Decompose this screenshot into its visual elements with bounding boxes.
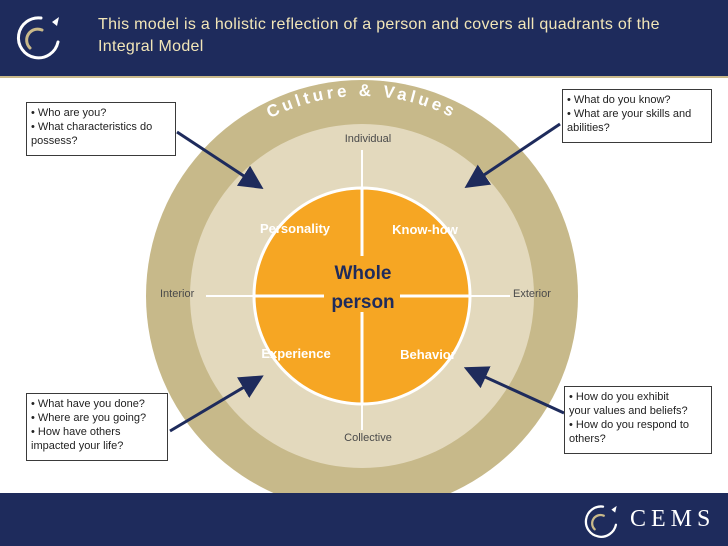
callout-what-have-you-done: • What have you done? • Where are you go… <box>26 393 168 461</box>
footer-brand: CEMS <box>630 506 716 532</box>
axis-label-exterior: Exterior <box>513 288 551 300</box>
callout-line: • How do you exhibit <box>569 391 669 403</box>
arrow-top-right <box>464 122 561 189</box>
callout-line: impacted your life? <box>31 440 124 452</box>
quadrant-experience <box>252 294 364 406</box>
callout-line: • How do you respond to <box>569 419 690 431</box>
quadrant-label-personality: Personality <box>260 221 331 236</box>
callout-line: • How have others <box>31 426 121 438</box>
center-label-line1: Whole <box>335 263 392 284</box>
center-label-line2: person <box>331 292 394 313</box>
callout-line: • Who are you? <box>31 107 107 119</box>
callout-line: others? <box>569 433 606 445</box>
axis-label-collective: Collective <box>344 432 392 444</box>
callout-who-are-you: • Who are you? • What characteristics do… <box>26 102 176 156</box>
callout-line: • Where are you going? <box>31 412 147 424</box>
callout-line: • What are your skills and <box>567 108 692 120</box>
center-label-box <box>324 256 400 312</box>
slide-title: This model is a holistic reflection of a… <box>98 16 660 55</box>
cems-swirl-icon <box>16 16 60 60</box>
cems-swirl-icon <box>584 505 618 538</box>
callout-line: abilities? <box>567 122 610 134</box>
callout-line: possess? <box>31 135 78 147</box>
axis-label-individual: Individual <box>345 133 391 145</box>
callout-what-do-you-know: • What do you know? • What are your skil… <box>562 89 712 143</box>
callout-how-do-you-exhibit: • How do you exhibit your values and bel… <box>564 386 712 454</box>
callout-line: • What have you done? <box>31 398 145 410</box>
axis-label-interior: Interior <box>160 288 195 300</box>
arrow-top-left <box>176 130 264 189</box>
callout-line: • What do you know? <box>567 94 671 106</box>
integral-model-diagram: Culture & Values Individual Collective I… <box>146 80 578 493</box>
arrow-bottom-left <box>169 375 264 433</box>
callout-line: • What characteristics do <box>31 121 153 133</box>
callout-line: your values and beliefs? <box>569 405 688 417</box>
quadrant-label-behavior: Behavior <box>400 347 456 362</box>
footer-bar <box>0 493 728 546</box>
quadrant-label-experience: Experience <box>261 346 330 361</box>
quadrant-behavior <box>360 294 472 406</box>
header-bar <box>0 0 728 78</box>
quadrant-label-know-how: Know-how <box>392 222 459 237</box>
arrow-bottom-right <box>463 366 565 415</box>
